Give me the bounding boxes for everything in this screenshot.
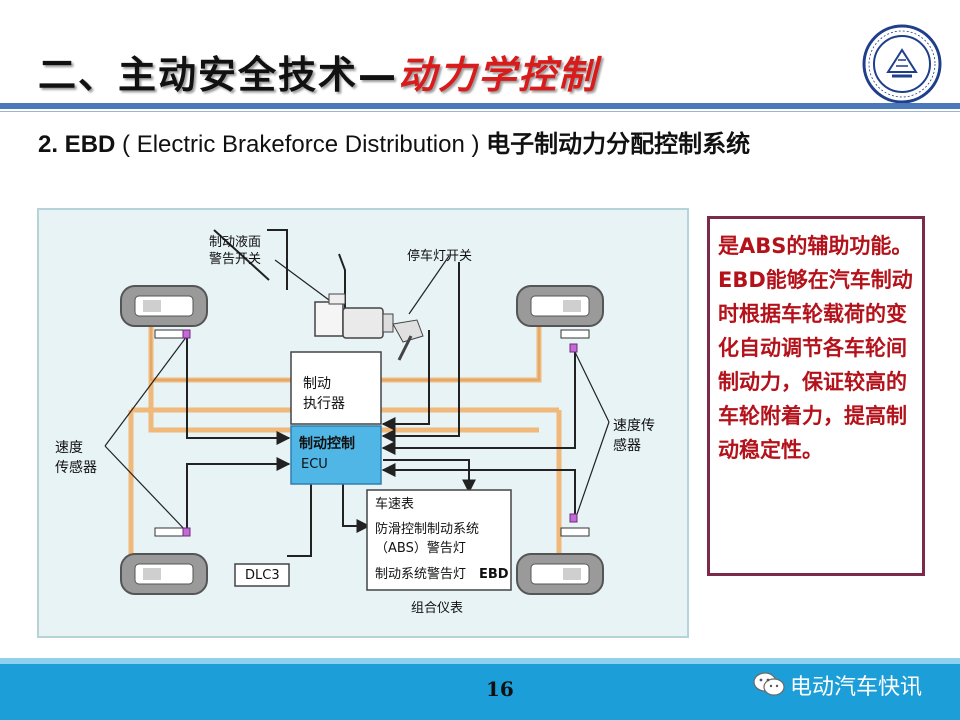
slide-title-main: 二、主动安全技术— bbox=[38, 53, 399, 97]
header-rule-thin bbox=[0, 111, 960, 112]
label-speed-sensor-left: 速度 传感器 bbox=[55, 440, 97, 476]
footer-bar bbox=[0, 664, 960, 720]
page-number: 16 bbox=[486, 677, 514, 701]
wheel-front-left bbox=[120, 285, 208, 327]
header-rule bbox=[0, 103, 960, 109]
label-abs-warning-lamp: 防滑控制制动系统 （ABS）警告灯 bbox=[375, 522, 480, 556]
diagram-canvas bbox=[104, 229, 610, 595]
combination-meter-box bbox=[366, 489, 512, 591]
label-ecu-line1: 制动控制 bbox=[299, 436, 355, 452]
label-stop-lamp-switch: 停车灯开关 bbox=[407, 249, 473, 264]
ebd-description-text: 是ABS的辅助功能。EBD能够在汽车制动时根据车轮载荷的变化自动调节各车轮间制动… bbox=[718, 234, 913, 462]
label-speed-sensor-right: 速度传 感器 bbox=[613, 418, 655, 454]
ebd-description-box: 是ABS的辅助功能。EBD能够在汽车制动时根据车轮载荷的变化自动调节各车轮间制动… bbox=[707, 216, 925, 576]
ebd-system-diagram: 制动液面 警告开关 停车灯开关 制动 执行器 制动控制 ECU 速度 传感器 速… bbox=[37, 208, 689, 638]
label-brake-fluid-switch: 制动液面 警告开关 bbox=[209, 235, 262, 267]
wheel-rear-right bbox=[516, 553, 604, 595]
wheel-front-right bbox=[516, 285, 604, 327]
slide-title-sub: 动力学控制 bbox=[398, 53, 599, 97]
label-speedometer: 车速表 bbox=[375, 497, 415, 512]
label-brake-warning-lamp: 制动系统警告灯 bbox=[375, 567, 467, 582]
university-seal-icon bbox=[862, 24, 942, 104]
brake-actuator-box bbox=[290, 351, 382, 425]
master-cylinder bbox=[314, 293, 424, 361]
footer-highlight bbox=[0, 658, 960, 664]
speed-sensor-heads bbox=[182, 329, 578, 537]
slide-title: 二、主动安全技术—动力学控制 bbox=[38, 44, 598, 99]
subtitle-chinese: 电子制动力分配控制系统 bbox=[486, 131, 751, 158]
subtitle-english: ( Electric Brakeforce Distribution ) bbox=[122, 131, 480, 158]
label-dlc3: DLC3 bbox=[245, 568, 280, 583]
subtitle-number: 2. EBD bbox=[38, 131, 116, 158]
dlc3-box bbox=[234, 563, 290, 587]
wheel-rear-left bbox=[120, 553, 208, 595]
label-ebd: EBD bbox=[479, 567, 509, 582]
wechat-icon bbox=[753, 672, 785, 696]
label-actuator: 制动 执行器 bbox=[303, 376, 345, 412]
ecu-box bbox=[290, 425, 382, 485]
section-subtitle: 2. EBD ( Electric Brakeforce Distributio… bbox=[38, 124, 750, 159]
label-ecu-line2: ECU bbox=[301, 457, 328, 472]
brand-name: 电动汽车快讯 bbox=[790, 675, 923, 700]
label-combination-meter: 组合仪表 bbox=[411, 601, 464, 616]
